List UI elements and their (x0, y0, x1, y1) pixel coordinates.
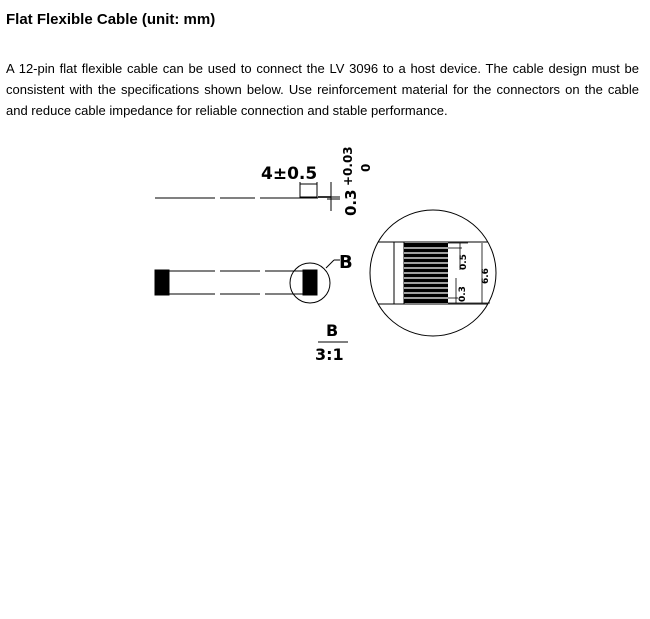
cable-side-view (155, 182, 340, 211)
cable-top-view (154, 259, 340, 304)
stiffener-length-dimension: 4±0.5 (261, 164, 317, 184)
page-title: Flat Flexible Cable (unit: mm) (6, 11, 216, 28)
description-paragraph: A 12-pin flat flexible cable can be used… (6, 61, 639, 118)
detail-scale: 3:1 (315, 345, 344, 364)
contact-width-dimension: 0.3 (458, 286, 468, 302)
detail-b-magnified: 0.5 0.3 6.6 (369, 209, 497, 337)
detail-caption-letter: B (326, 321, 338, 340)
thickness-base-value: 0.3 (342, 189, 360, 216)
total-width-dimension: 6.6 (481, 268, 491, 284)
pitch-dimension: 0.5 (459, 254, 469, 270)
thickness-upper-tolerance: +0.03 (341, 146, 355, 186)
thickness-dimension: 0.3 +0.03 0 (341, 146, 373, 216)
contact-gaps (404, 247, 448, 299)
thickness-lower-tolerance: 0 (359, 164, 373, 172)
detail-b-callout: B (339, 252, 353, 273)
